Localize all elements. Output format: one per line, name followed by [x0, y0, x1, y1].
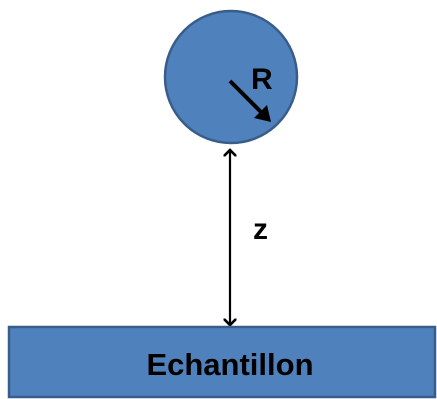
distance-label: z — [253, 213, 268, 246]
sample-label: Echantillon — [146, 347, 313, 382]
sample-slab — [7, 325, 437, 399]
radius-arrow-head — [254, 105, 271, 122]
radius-label: R — [251, 63, 273, 96]
sphere — [163, 9, 299, 145]
radius-arrow — [228, 79, 268, 119]
